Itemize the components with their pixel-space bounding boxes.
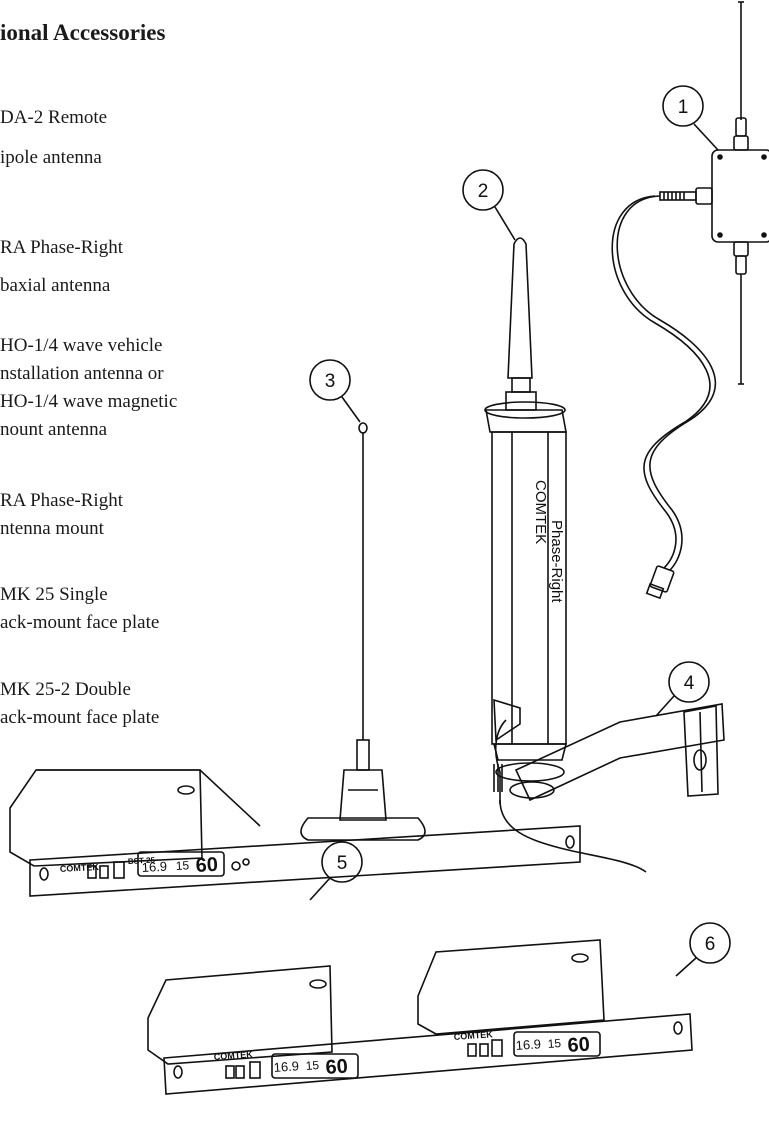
device-model: BST-25 (128, 856, 156, 866)
display-level: 60 (325, 1055, 349, 1078)
callout-2: 2 (478, 181, 489, 202)
callout-4: 4 (684, 673, 695, 694)
callout-6: 6 (705, 934, 716, 955)
display-level: 60 (567, 1033, 591, 1056)
list-item: DA-2 Remote ipole antenna (0, 107, 108, 168)
antenna-name-label: Phase-Right (548, 520, 565, 603)
callout-3: 3 (325, 371, 336, 392)
display-ch: 15 (547, 1036, 562, 1051)
display-level: 60 (195, 854, 218, 877)
device-brand: COMTEK (453, 1029, 493, 1042)
dipole-antenna-illustration (611, 1, 769, 600)
display-freq: 16.9 (515, 1036, 541, 1053)
device-brand: COMTEK (60, 862, 100, 874)
display-ch: 15 (305, 1058, 320, 1073)
list-item: MK 25 Single ack-mount face plate (0, 584, 160, 633)
antenna-mount-illustration (509, 703, 725, 802)
list-item: MK 25-2 Double ack-mount face plate (0, 679, 160, 728)
antenna-brand-label: COMTEK (532, 480, 549, 544)
callout-1: 1 (678, 97, 689, 118)
callout-5: 5 (337, 853, 348, 874)
phase-right-antenna-illustration: COMTEK Phase-Right (484, 237, 647, 873)
list-item: HO-1/4 wave vehicle nstallation antenna … (0, 335, 178, 440)
display-ch: 15 (175, 858, 189, 873)
single-rack-mount-illustration (9, 769, 581, 897)
device-brand: COMTEK (213, 1049, 253, 1062)
page-heading: ional Accessories (0, 20, 166, 45)
list-item: RA Phase-Right ntenna mount (0, 490, 123, 539)
display-freq: 16.9 (141, 859, 167, 875)
quarter-wave-antenna-illustration (300, 422, 426, 841)
list-item: RA Phase-Right baxial antenna (0, 237, 123, 296)
display-freq: 16.9 (273, 1058, 299, 1075)
double-rack-mount-illustration (147, 939, 693, 1095)
